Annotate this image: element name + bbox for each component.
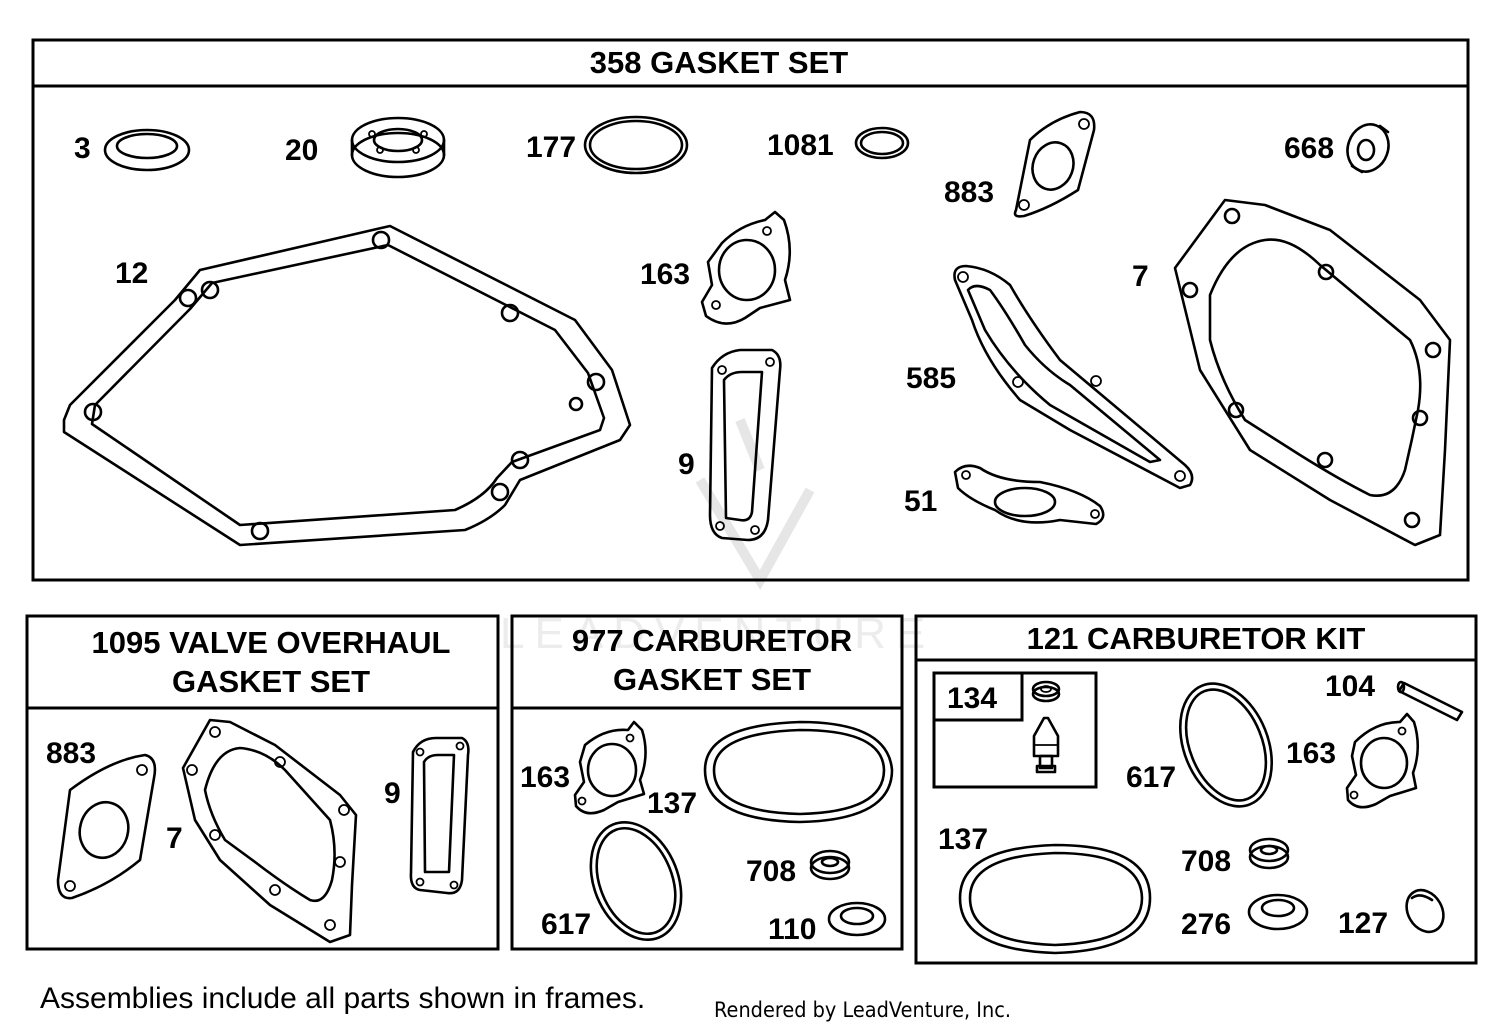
label-part-104: 104	[1325, 670, 1375, 703]
part-9-breather-gasket	[409, 736, 470, 895]
panel-gasket-set: 358 GASKET SET 3 20 177 1081	[31, 38, 1470, 582]
part-137-gasket-ring	[703, 720, 894, 824]
part-668-washer	[1346, 123, 1390, 174]
label-part-617-kit: 617	[1126, 761, 1176, 794]
panel-valve-overhaul: 1095 VALVE OVERHAUL GASKET SET 883 7	[25, 614, 500, 951]
part-12-crankcase-gasket	[62, 224, 632, 547]
part-163-carb-gasket	[573, 720, 647, 815]
part-163-carb-gasket	[700, 210, 792, 325]
label-part-3: 3	[74, 132, 91, 165]
label-part-51: 51	[904, 485, 937, 518]
label-part-7-valve: 7	[166, 822, 183, 855]
part-104-pin	[1396, 680, 1464, 722]
part-276-washer	[1247, 893, 1309, 931]
label-part-20: 20	[285, 134, 318, 167]
label-part-708-carb: 708	[746, 855, 796, 888]
panel-title-gasket-set: 358 GASKET SET	[590, 45, 848, 80]
panel-carb-gasket-set: 977 CARBURETOR GASKET SET 163 137 617 70…	[510, 614, 904, 951]
part-7-head-gasket	[1173, 198, 1452, 547]
part-617-o-ring	[589, 820, 683, 942]
panel-title-valve-overhaul-line1: 1095 VALVE OVERHAUL	[92, 625, 451, 660]
label-part-12: 12	[115, 257, 148, 290]
panel-carb-kit: 121 CARBURETOR KIT 134 617 104	[914, 614, 1478, 965]
part-177-o-ring	[583, 115, 689, 175]
label-part-617-carb: 617	[541, 908, 591, 941]
part-585-pushrod-gasket	[953, 264, 1194, 490]
part-1081-ring	[854, 126, 910, 160]
part-127-welch-plug	[1405, 888, 1445, 934]
part-883-intake-gasket	[56, 753, 157, 900]
part-617-o-ring	[1178, 682, 1274, 808]
label-part-7: 7	[1132, 260, 1149, 293]
panel-title-carb-gasket-line1: 977 CARBURETOR	[572, 623, 852, 658]
label-part-163-kit: 163	[1286, 737, 1336, 770]
label-part-177: 177	[526, 131, 576, 164]
label-part-137-carb: 137	[647, 787, 697, 820]
label-part-137-kit: 137	[938, 823, 988, 856]
part-137-gasket-ring	[958, 843, 1152, 955]
part-9-breather-gasket	[708, 348, 782, 542]
footer-credit: Rendered by LeadVenture, Inc.	[714, 998, 1011, 1022]
part-163-carb-gasket	[1345, 712, 1420, 809]
part-134-needle-seat	[932, 671, 1098, 789]
panel-title-valve-overhaul-line2: GASKET SET	[172, 664, 370, 699]
label-part-708-kit: 708	[1181, 845, 1231, 878]
label-part-668: 668	[1284, 132, 1334, 165]
label-part-276: 276	[1181, 908, 1231, 941]
label-part-1081: 1081	[767, 129, 834, 162]
label-part-110-carb: 110	[768, 913, 816, 946]
part-110-washer	[827, 901, 887, 937]
part-51-exhaust-gasket	[953, 464, 1105, 526]
footer-note: Assemblies include all parts shown in fr…	[40, 982, 646, 1015]
label-part-9: 9	[678, 448, 695, 481]
label-part-883-valve: 883	[46, 737, 96, 770]
panel-title-carb-kit: 121 CARBURETOR KIT	[1027, 621, 1366, 656]
label-part-127: 127	[1338, 907, 1388, 940]
label-part-163-carb: 163	[520, 761, 570, 794]
label-part-9-valve: 9	[384, 777, 401, 810]
part-7-head-gasket	[181, 718, 358, 944]
part-708-washer	[1248, 837, 1290, 870]
label-part-134: 134	[947, 682, 997, 715]
label-part-163: 163	[640, 258, 690, 291]
part-3-seal	[103, 128, 191, 172]
part-883-intake-gasket	[1013, 110, 1096, 218]
part-708-washer	[809, 849, 851, 881]
label-part-883: 883	[944, 176, 994, 209]
label-part-585: 585	[906, 362, 956, 395]
part-20-oil-seal	[350, 116, 446, 179]
panel-title-carb-gasket-line2: GASKET SET	[613, 662, 811, 697]
